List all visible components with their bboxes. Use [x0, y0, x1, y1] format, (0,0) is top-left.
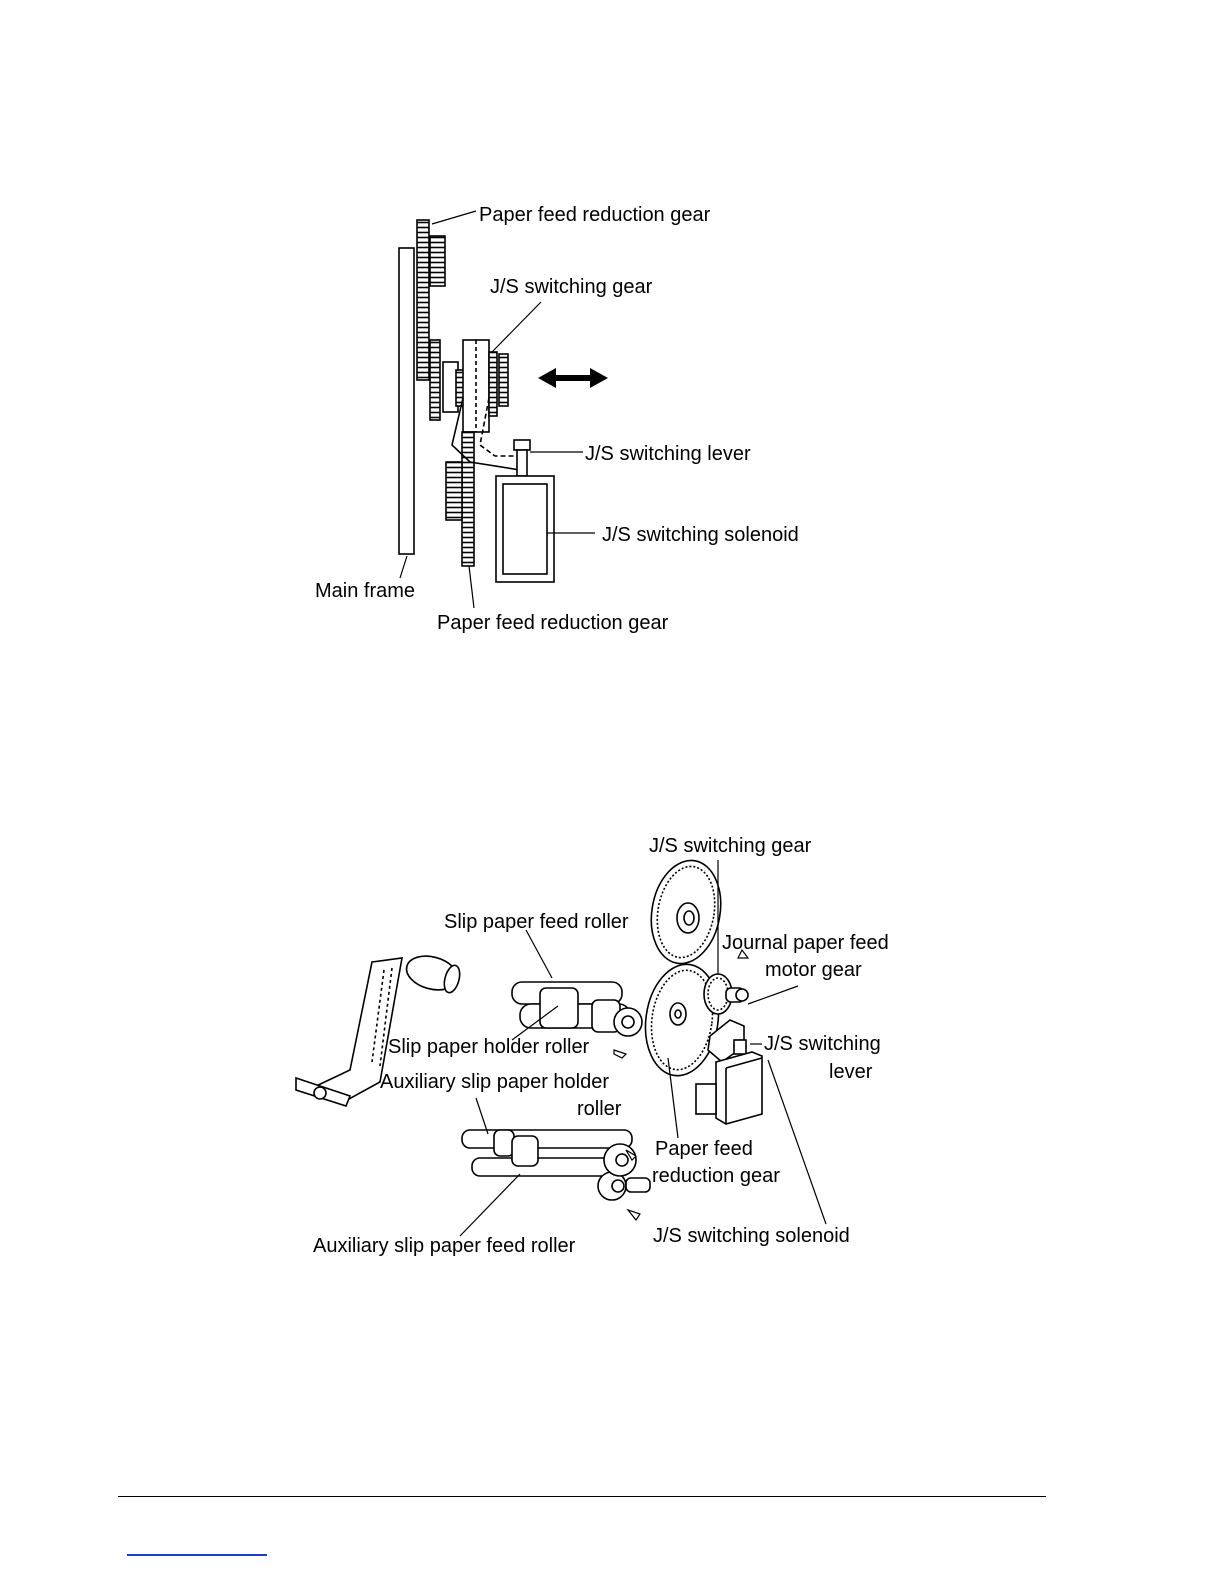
label-switching-lever-1: J/S switching [764, 1033, 881, 1055]
perspective-view-drawing [295, 859, 827, 1237]
label-aux-holder-roller-2: roller [577, 1098, 622, 1120]
label-slip-holder-roller: Slip paper holder roller [388, 1036, 590, 1058]
label-switching-gear-2: J/S switching gear [649, 835, 812, 857]
movement-arrow-icon [538, 368, 608, 388]
label-slip-feed-roller: Slip paper feed roller [444, 911, 629, 933]
rotation-arrow-icons [613, 948, 750, 1222]
side-view-figure: Paper feed reduction gear J/S switching … [0, 180, 1224, 660]
label-switching-lever: J/S switching lever [585, 443, 751, 465]
reduction-gear-disc [644, 963, 720, 1077]
main-frame-plate [398, 247, 415, 555]
label-main-frame: Main frame [315, 580, 416, 602]
label-switching-lever-2: lever [829, 1061, 873, 1083]
label-reduction-gear-1: Paper feed [655, 1138, 753, 1160]
rack-assembly [295, 955, 461, 1107]
switching-gear-disc [650, 859, 722, 965]
label-switching-solenoid-2: J/S switching solenoid [653, 1225, 850, 1247]
footer-rule [118, 1496, 1046, 1497]
label-journal-motor-gear-2: motor gear [765, 959, 862, 981]
switching-solenoid-block [695, 1051, 763, 1125]
journal-motor-gear [703, 973, 749, 1015]
perspective-view-figure: J/S switching gear Slip paper feed rolle… [0, 830, 1224, 1270]
switching-lever-knob [513, 439, 531, 451]
label-switching-solenoid: J/S switching solenoid [602, 524, 799, 546]
reduction-gear-top-shape [416, 219, 430, 381]
slip-rollers [511, 981, 643, 1037]
label-reduction-gear-top: Paper feed reduction gear [479, 204, 711, 226]
footer-link-underline[interactable] [127, 1554, 267, 1556]
leader-lines [399, 210, 595, 609]
auxiliary-rollers [461, 1129, 651, 1201]
side-view-drawing [398, 210, 608, 609]
reduction-gear-mid-hub [429, 339, 441, 421]
label-journal-motor-gear-1: Journal paper feed [722, 932, 889, 954]
reduction-gear-top-hub [429, 235, 446, 287]
label-aux-holder-roller-1: Auxiliary slip paper holder [380, 1071, 610, 1093]
label-reduction-gear-2: reduction gear [652, 1165, 780, 1187]
label-reduction-gear-bottom: Paper feed reduction gear [437, 612, 669, 634]
label-switching-gear: J/S switching gear [490, 276, 653, 298]
switching-lever-bracket [707, 1019, 747, 1064]
leader-lines [459, 860, 827, 1237]
label-aux-feed-roller: Auxiliary slip paper feed roller [313, 1235, 576, 1257]
reduction-gear-bottom-shape [461, 431, 475, 567]
